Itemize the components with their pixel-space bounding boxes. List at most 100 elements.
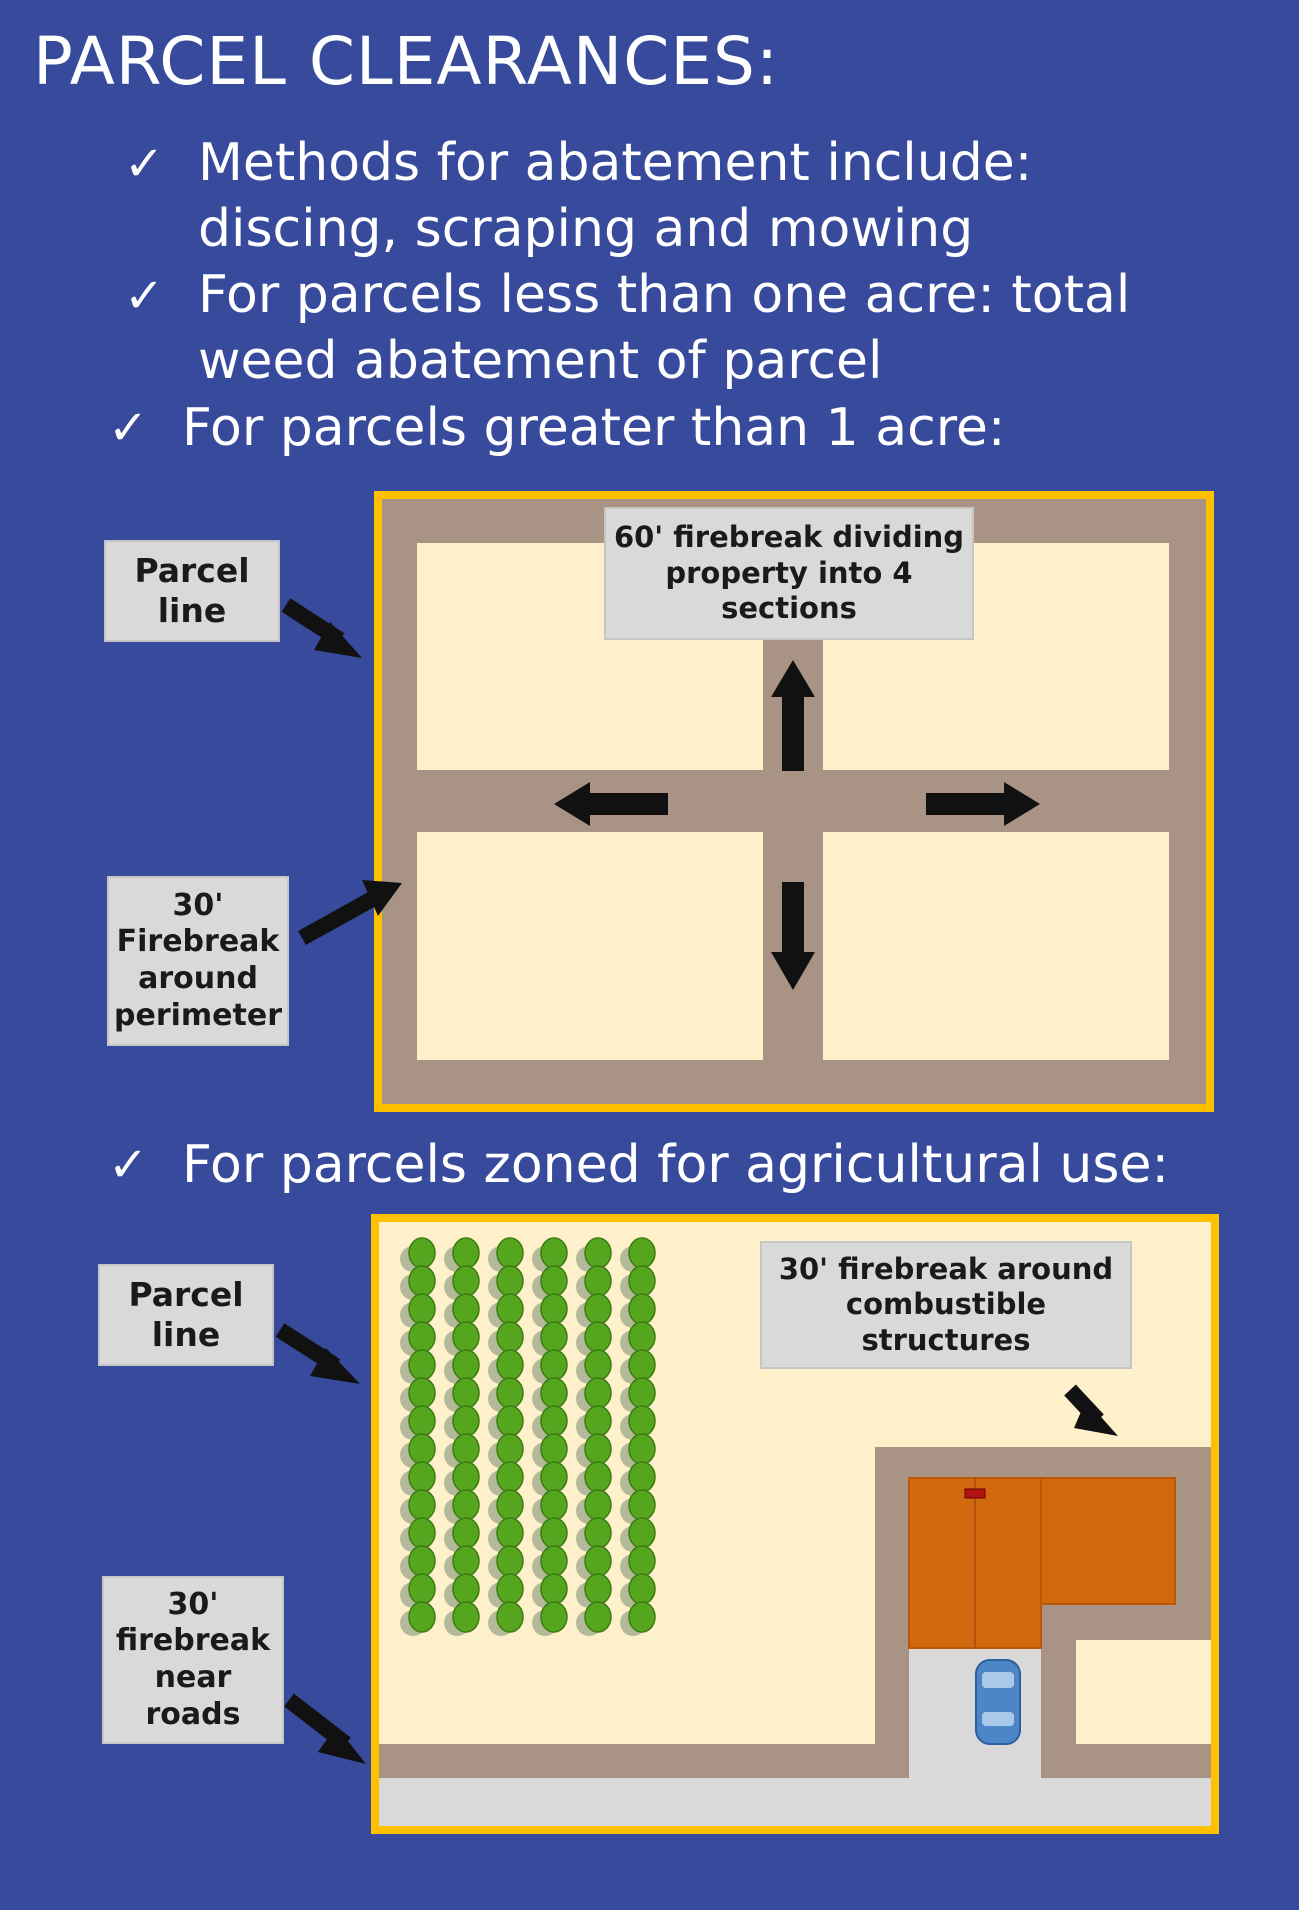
label-line: combustible: [845, 1287, 1047, 1322]
crop-plant: [496, 1405, 524, 1437]
crop-plant: [408, 1545, 436, 1577]
crop-plant: [408, 1237, 436, 1269]
crop-plant: [584, 1489, 612, 1521]
crop-plant: [408, 1517, 436, 1549]
crop-plant: [452, 1265, 480, 1297]
crop-plant: [540, 1461, 568, 1493]
bullet-line: For parcels less than one acre: total: [198, 265, 1131, 325]
field-section: [823, 832, 1169, 1060]
check-icon: ✓: [124, 136, 165, 192]
crop-plant: [628, 1433, 656, 1465]
crop-plant: [496, 1349, 524, 1381]
crop-plant: [496, 1601, 524, 1633]
crop-plant: [584, 1517, 612, 1549]
crop-plant: [496, 1293, 524, 1325]
crop-plant: [540, 1349, 568, 1381]
crop-plant: [408, 1265, 436, 1297]
crop-plant: [628, 1461, 656, 1493]
crop-plant: [452, 1237, 480, 1269]
label-line: Firebreak: [116, 924, 280, 960]
crop-plant: [628, 1517, 656, 1549]
label-line: around: [138, 961, 258, 996]
crop-plant: [628, 1349, 656, 1381]
label-line: Parcel: [134, 550, 250, 590]
crop-plant: [408, 1573, 436, 1605]
crop-plant: [452, 1461, 480, 1493]
crop-plant: [584, 1349, 612, 1381]
bullet-less-than-one-acre: For parcels less than one acre: total we…: [198, 262, 1130, 394]
crop-plant: [452, 1293, 480, 1325]
road-firebreak-label: 30' firebreak near roads: [102, 1576, 284, 1744]
label-line: roads: [145, 1696, 241, 1732]
crop-plant: [628, 1545, 656, 1577]
label-line: 60' firebreak dividing: [613, 520, 965, 555]
crop-plant: [540, 1517, 568, 1549]
crop-plant: [496, 1461, 524, 1493]
crop-plant: [628, 1321, 656, 1353]
check-icon: ✓: [108, 1137, 149, 1193]
perimeter-firebreak-label: 30' Firebreak around perimeter: [107, 876, 289, 1046]
crop-plant: [408, 1377, 436, 1409]
label-line: 30': [172, 887, 224, 923]
crop-plant: [408, 1461, 436, 1493]
label-line: Parcel: [128, 1274, 244, 1314]
crop-plant: [540, 1433, 568, 1465]
bullet-abatement-methods: Methods for abatement include: discing, …: [198, 130, 1032, 262]
arrow-right-icon: [926, 782, 1040, 826]
road: [379, 1778, 1211, 1826]
bullet-line: For parcels greater than 1 acre:: [182, 398, 1006, 458]
label-line: near: [154, 1660, 232, 1695]
crop-plant: [540, 1293, 568, 1325]
bullet-line: For parcels zoned for agricultural use:: [182, 1135, 1169, 1195]
crop-plant: [540, 1545, 568, 1577]
crop-plant: [540, 1265, 568, 1297]
crop-plant: [584, 1405, 612, 1437]
crop-plant: [496, 1545, 524, 1577]
label-line: line: [157, 591, 227, 630]
crop-plant: [408, 1321, 436, 1353]
bullet-agricultural-use: For parcels zoned for agricultural use:: [182, 1132, 1169, 1198]
arrow-down-icon: [771, 882, 815, 990]
yard: [1076, 1640, 1211, 1744]
arrow-to-parcel-line-icon: [281, 598, 362, 658]
structure-building: [908, 1477, 1176, 1649]
page-title: PARCEL CLEARANCES:: [33, 23, 780, 100]
crop-plant: [408, 1489, 436, 1521]
crop-plant: [496, 1573, 524, 1605]
crop-plant: [408, 1433, 436, 1465]
crop-plant: [584, 1265, 612, 1297]
crop-plant: [540, 1601, 568, 1633]
label-line: 30': [167, 1586, 219, 1622]
label-line: perimeter: [114, 997, 282, 1033]
crop-plant: [496, 1265, 524, 1297]
crop-plant: [584, 1321, 612, 1353]
label-line: sections: [721, 591, 857, 626]
crop-plant: [540, 1573, 568, 1605]
crop-plant: [584, 1237, 612, 1269]
bullet-line: Methods for abatement include:: [198, 133, 1033, 193]
structure-firebreak-label: 30' firebreak around combustible structu…: [760, 1241, 1132, 1369]
crop-plant: [628, 1601, 656, 1633]
check-icon: ✓: [124, 268, 165, 324]
crop-plant: [496, 1377, 524, 1409]
crop-plant: [408, 1349, 436, 1381]
crop-plant: [584, 1573, 612, 1605]
bullet-line: discing, scraping and mowing: [198, 199, 974, 259]
crop-plant: [628, 1265, 656, 1297]
crop-plant: [540, 1377, 568, 1409]
car-icon: [975, 1659, 1021, 1745]
crop-plant: [408, 1601, 436, 1633]
crop-plant: [584, 1545, 612, 1577]
crop-plant: [496, 1489, 524, 1521]
crop-plant: [628, 1293, 656, 1325]
crop-plant: [452, 1433, 480, 1465]
crop-plant: [408, 1405, 436, 1437]
label-line: structures: [861, 1322, 1031, 1357]
dividing-firebreak-label: 60' firebreak dividing property into 4 s…: [604, 507, 974, 640]
crop-plant: [452, 1545, 480, 1577]
crop-plant: [452, 1489, 480, 1521]
crop-plant: [628, 1573, 656, 1605]
crop-plant: [452, 1349, 480, 1381]
crop-plant: [584, 1601, 612, 1633]
crop-plant: [540, 1321, 568, 1353]
